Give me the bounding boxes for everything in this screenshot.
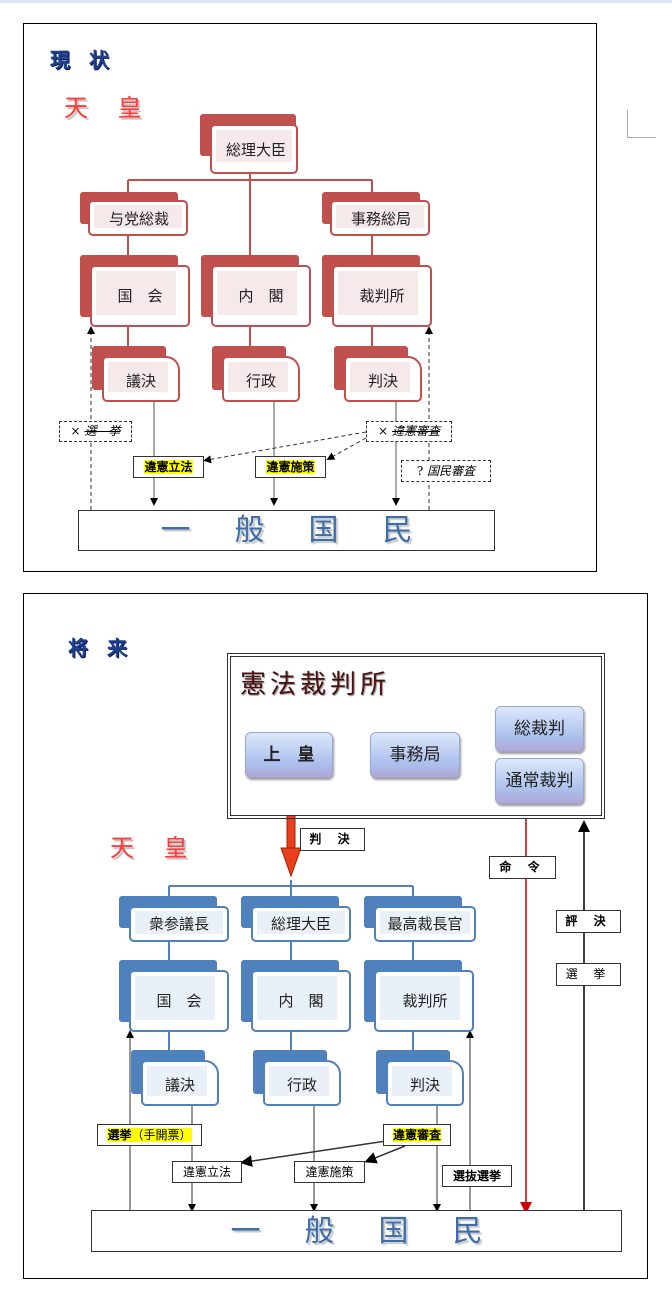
- current-review-to-law: [203, 431, 367, 464]
- current-note-people-review: ? 国民審査: [401, 460, 491, 482]
- future-box-diet: 国 会: [119, 960, 229, 1032]
- current-box-resolution: 議決: [92, 346, 180, 402]
- page-corner-mark: [627, 110, 656, 138]
- current-unconstitutional-law: 違憲立法: [133, 456, 204, 478]
- court-secretariat: 事務局: [370, 732, 460, 778]
- top-bar: [0, 0, 672, 3]
- future-box-administration: 行政: [253, 1050, 341, 1106]
- future-election-label: 選 挙: [556, 963, 621, 986]
- court-ordinary: 通常裁判: [495, 758, 584, 804]
- current-box-party-leader: 与党総裁: [80, 192, 190, 236]
- current-emperor: 天 皇: [64, 94, 142, 122]
- current-box-prime-minister: 総理大臣: [200, 114, 300, 174]
- future-review-to-law: [240, 1140, 387, 1168]
- future-order-label: 命 令: [489, 856, 556, 879]
- current-note-review: × 違憲審査: [366, 421, 452, 442]
- future-box-prime-minister: 総理大臣: [241, 896, 351, 942]
- future-unconstitutional-policy: 違憲施策: [294, 1161, 365, 1183]
- current-box-court: 裁判所: [322, 255, 432, 327]
- future-box-cabinet: 内 閣: [241, 960, 351, 1032]
- current-box-judgment: 判決: [334, 346, 422, 402]
- future-review: 違憲審査: [383, 1124, 451, 1146]
- future-box-court: 裁判所: [364, 960, 476, 1032]
- future-heading: 将 来: [68, 636, 133, 660]
- future-review-to-policy: [364, 1145, 406, 1164]
- future-judgment-label: 判 決: [300, 828, 365, 851]
- current-unconstitutional-policy: 違憲施策: [255, 456, 326, 478]
- future-verdict-label: 評 決: [556, 910, 621, 933]
- future-general-public: 一般国民: [91, 1210, 622, 1252]
- future-unconstitutional-law: 違憲立法: [172, 1161, 242, 1183]
- future-selective-election: 選抜選挙: [442, 1165, 512, 1187]
- current-box-cabinet: 内 閣: [201, 255, 311, 327]
- future-tree-lines: [168, 880, 414, 1052]
- constitutional-court-frame: [227, 653, 605, 819]
- current-general-public: 一般国民: [78, 510, 495, 551]
- court-title: 憲法裁判所: [240, 670, 391, 700]
- current-box-diet: 国 会: [80, 255, 190, 327]
- future-box-chief-justice: 最高裁長官: [364, 896, 476, 942]
- future-box-speakers: 衆参議長: [119, 896, 229, 942]
- future-emperor: 天 皇: [110, 834, 188, 862]
- future-box-judgment: 判決: [376, 1050, 464, 1106]
- future-box-resolution: 議決: [131, 1050, 219, 1106]
- current-box-administration: 行政: [212, 346, 300, 402]
- current-note-election: × 選 挙: [59, 421, 132, 442]
- court-retired-emperor: 上 皇: [245, 732, 333, 778]
- current-heading: 現 状: [50, 48, 115, 72]
- court-general: 総裁判: [495, 706, 584, 752]
- current-box-secretariat: 事務総局: [322, 192, 432, 236]
- future-election-hand-count: 選挙（手開票）: [97, 1124, 202, 1146]
